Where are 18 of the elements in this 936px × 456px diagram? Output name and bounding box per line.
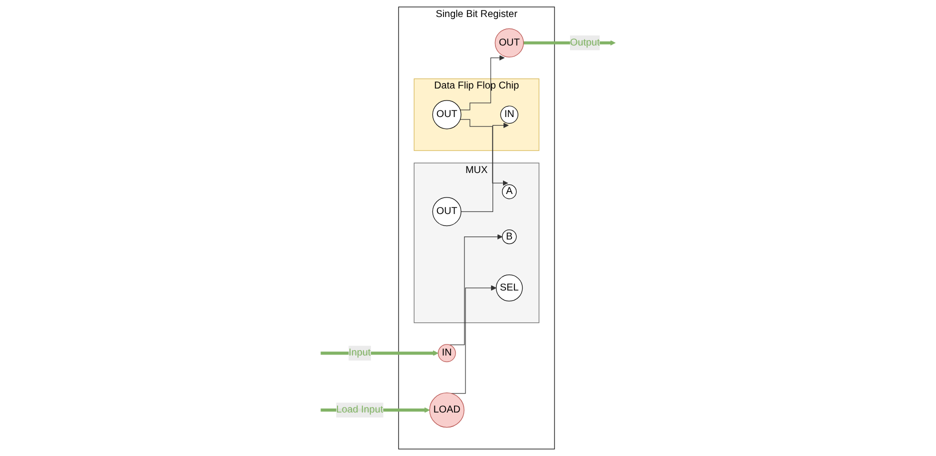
- arrow: [320, 350, 438, 356]
- edge-label: Output: [570, 37, 600, 48]
- node-circle: LOAD: [429, 392, 464, 428]
- edge-label: Input: [348, 348, 371, 358]
- arrow: [448, 234, 503, 346]
- edge-label: Load Input: [336, 404, 384, 416]
- arrow: [460, 119, 508, 186]
- node-circle: IN: [500, 106, 518, 124]
- node-circle: IN: [438, 344, 456, 362]
- node-circle: SEL: [496, 274, 523, 302]
- node-circle: OUT: [494, 28, 524, 58]
- node-circle: OUT: [432, 100, 462, 130]
- node-circle: A: [502, 184, 517, 200]
- arrow: [460, 122, 509, 212]
- node-circle: OUT: [432, 197, 462, 226]
- arrow: [460, 55, 505, 110]
- node-circle: B: [502, 229, 517, 244]
- arrow: [451, 285, 496, 394]
